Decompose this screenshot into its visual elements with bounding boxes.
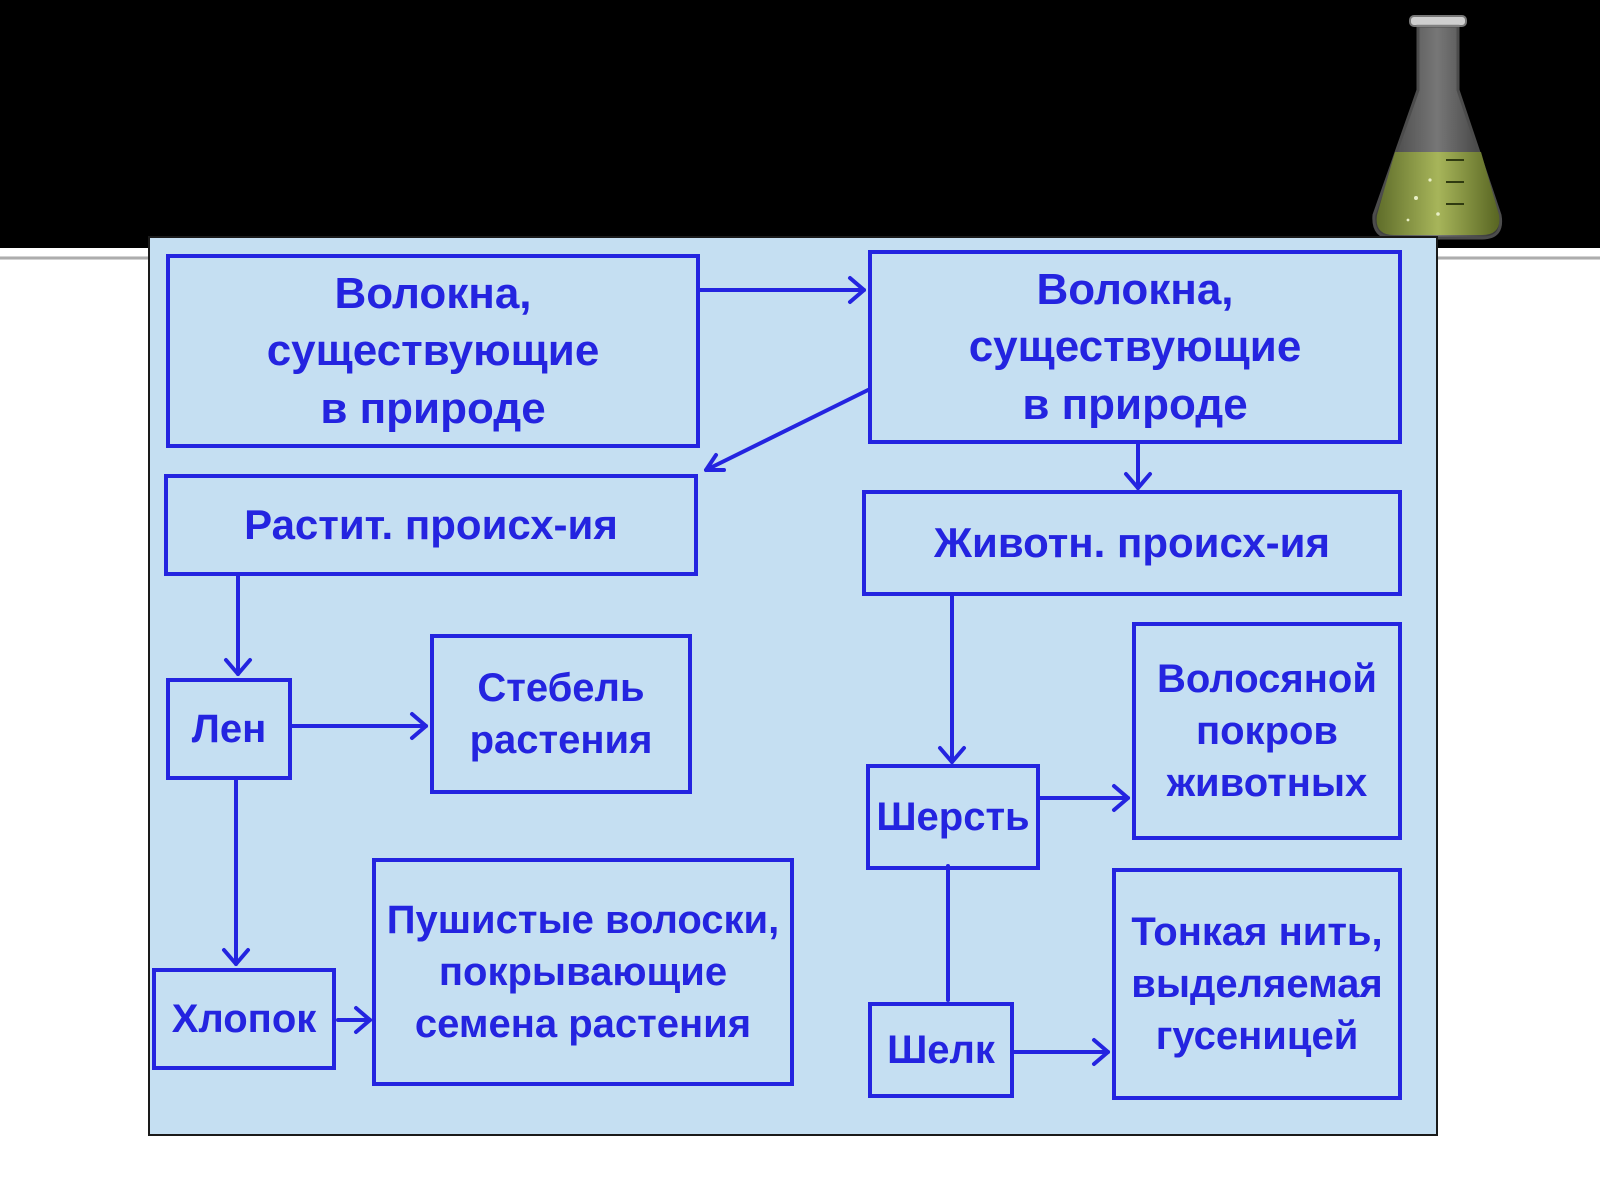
node-natural-fibers-left: Волокна, существующие в природе <box>166 254 700 448</box>
edge-flax-to-cotton <box>222 776 250 966</box>
node-silk-source: Тонкая нить, выделяемая гусеницей <box>1112 868 1402 1100</box>
fiber-classification-diagram: Волокна, существующие в природе Волокна,… <box>148 236 1438 1136</box>
edge-wool-to-wool-source <box>1036 784 1130 812</box>
edge-natural-left-to-natural-right <box>696 276 866 304</box>
edge-natural-right-to-animal-origin <box>1124 440 1152 490</box>
node-silk: Шелк <box>868 1002 1014 1098</box>
node-animal-origin: Животн. происх-ия <box>862 490 1402 596</box>
edge-silk-to-silk-source <box>1010 1038 1110 1066</box>
edge-flax-to-flax-source <box>288 712 428 740</box>
edge-cotton-to-cotton-source <box>336 1006 372 1034</box>
node-cotton-source: Пушистые волоски, покрывающие семена рас… <box>372 858 794 1086</box>
node-flax: Лен <box>166 678 292 780</box>
edge-plant-origin-to-flax <box>224 572 252 676</box>
edge-natural-right-to-plant-origin <box>704 388 870 472</box>
node-flax-source: Стебель растения <box>430 634 692 794</box>
node-cotton: Хлопок <box>152 968 336 1070</box>
node-plant-origin: Растит. происх-ия <box>164 474 698 576</box>
edge-animal-origin-to-wool <box>938 594 966 764</box>
node-wool: Шерсть <box>866 764 1040 870</box>
erlenmeyer-flask-icon <box>1372 15 1503 240</box>
diagram-connectors <box>222 276 1152 1066</box>
node-wool-source: Волосяной покров животных <box>1132 622 1402 840</box>
header-band <box>0 0 1600 248</box>
node-natural-fibers-right: Волокна, существующие в природе <box>868 250 1402 444</box>
